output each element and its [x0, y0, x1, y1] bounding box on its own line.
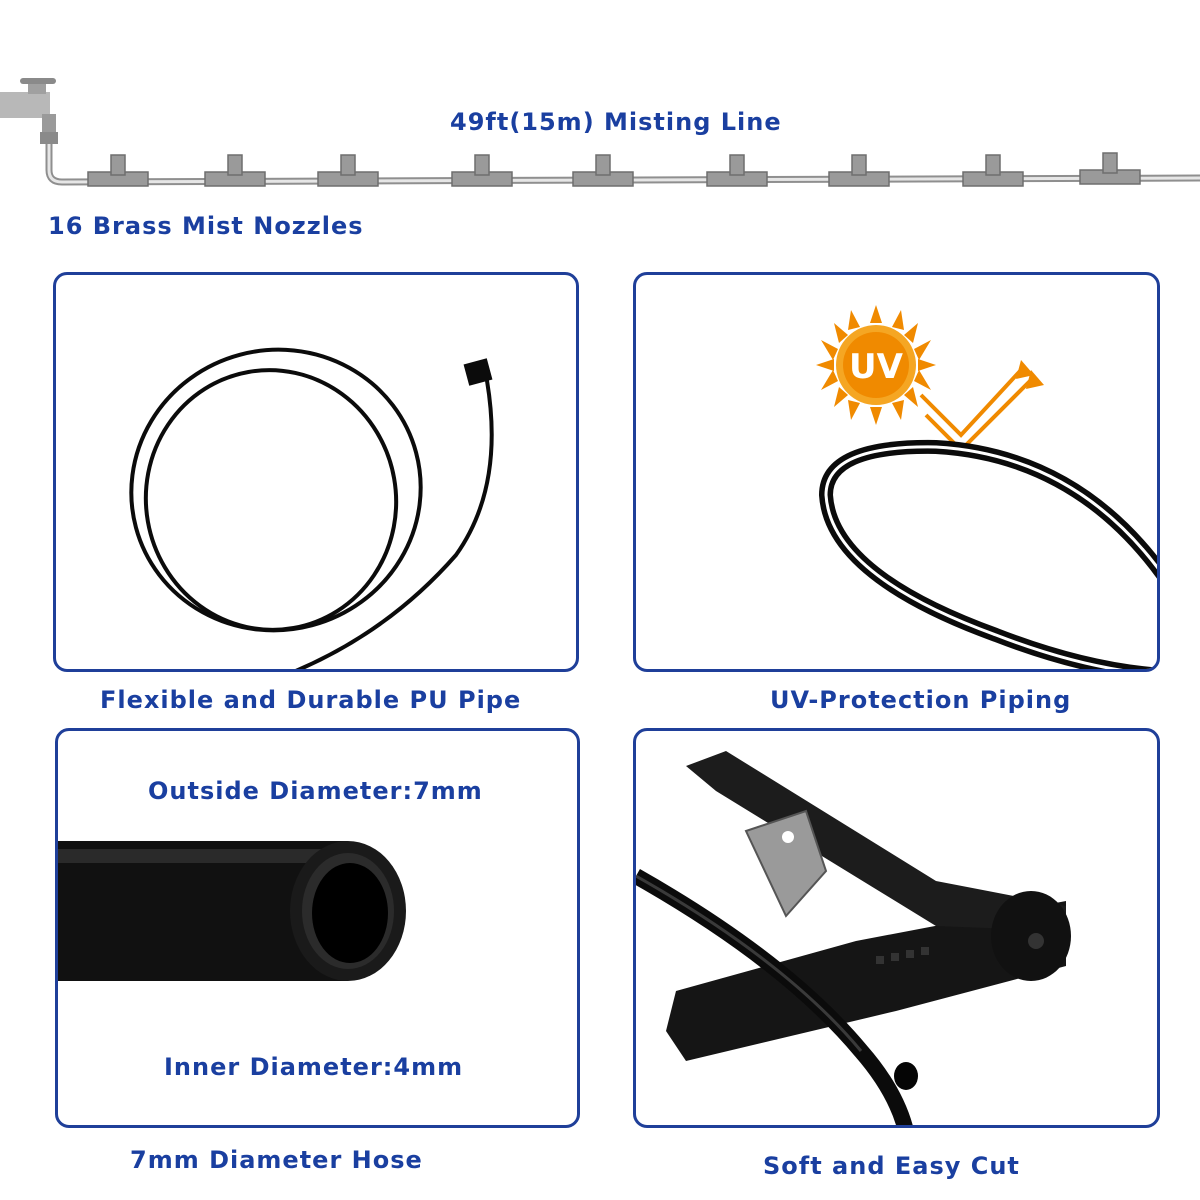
pu-pipe-panel — [53, 272, 579, 672]
nozzle-row — [87, 152, 1141, 187]
uv-badge-text: UV — [849, 347, 904, 387]
misting-line-illustration — [0, 78, 1200, 187]
hose-caption: 7mm Diameter Hose — [130, 1146, 423, 1174]
uv-illustration: UV — [816, 305, 1157, 669]
faucet-icon — [0, 78, 58, 144]
outside-diameter-label: Outside Diameter:7mm — [148, 777, 483, 805]
hose-panel: Outside Diameter:7mm Inner Diameter:4mm — [55, 728, 580, 1128]
cutter-caption: Soft and Easy Cut — [763, 1152, 1020, 1180]
sun-icon: UV — [816, 305, 936, 425]
pipe-coil-illustration — [129, 347, 494, 669]
hose-cross-section — [58, 841, 406, 981]
inner-diameter-label: Inner Diameter:4mm — [164, 1053, 464, 1081]
nozzles-label: 16 Brass Mist Nozzles — [48, 212, 364, 240]
cutter-panel — [633, 728, 1160, 1128]
uv-caption: UV-Protection Piping — [770, 686, 1072, 714]
misting-line-label: 49ft(15m) Misting Line — [450, 108, 782, 136]
pu-pipe-caption: Flexible and Durable PU Pipe — [100, 686, 522, 714]
pipe-connector — [463, 358, 493, 386]
uv-panel: UV — [633, 272, 1160, 672]
tube-cutter-illustration — [636, 751, 1071, 1125]
